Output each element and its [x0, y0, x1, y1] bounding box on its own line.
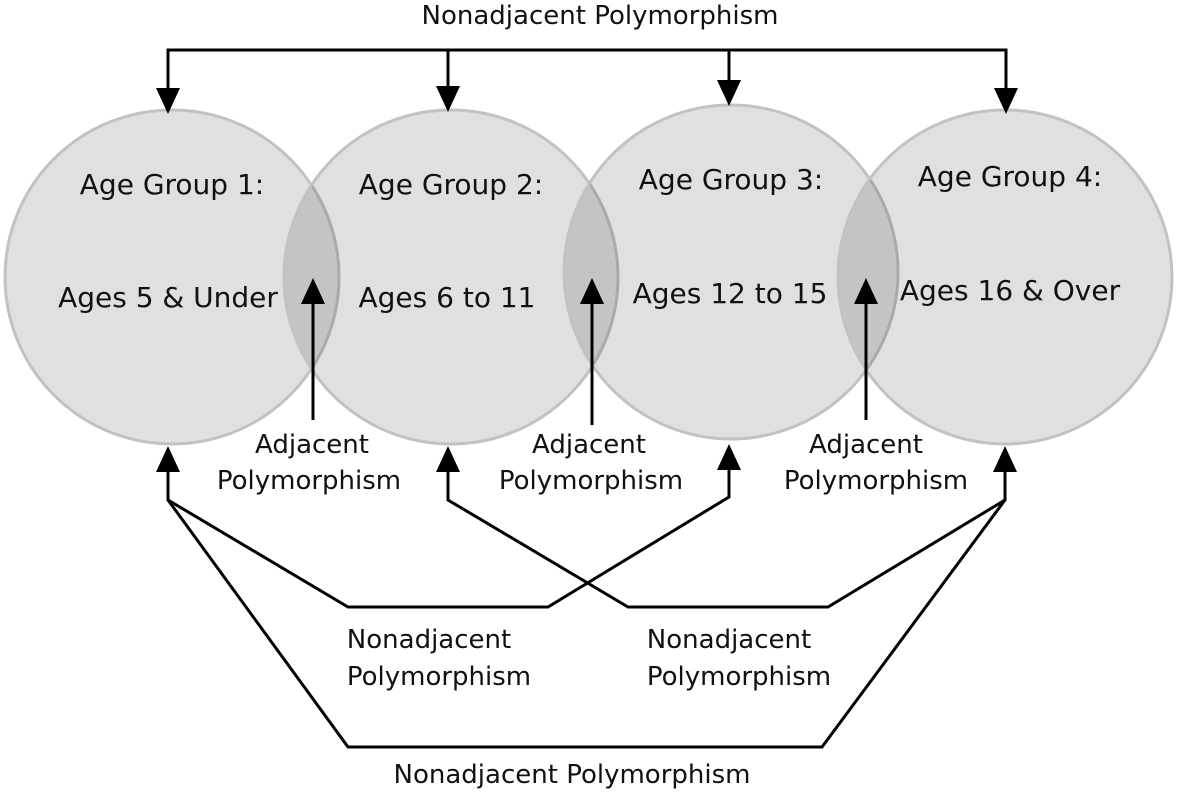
mid-nonadjacent-label-1-line1: Nonadjacent — [347, 625, 511, 655]
adjacent-label-3-line1: Adjacent — [809, 430, 923, 460]
age-group-1-range: Ages 5 & Under — [58, 281, 278, 314]
top-connector-line — [166, 48, 1008, 90]
bottom-connectors — [156, 444, 1017, 749]
connector-group2-group4 — [446, 470, 1007, 609]
arrow-up-icon — [993, 446, 1017, 472]
adjacent-label-2-line1: Adjacent — [532, 430, 646, 460]
age-group-3-circle — [562, 103, 900, 441]
age-group-4-range: Ages 16 & Over — [900, 274, 1121, 307]
adjacent-arrows — [301, 278, 878, 425]
adjacent-label-3-line2: Polymorphism — [784, 466, 968, 496]
mid-nonadjacent-label-2-line1: Nonadjacent — [647, 625, 811, 655]
age-group-2-circle — [282, 108, 620, 446]
arrow-up-icon — [156, 446, 180, 472]
mid-nonadjacent-label-1-line2: Polymorphism — [347, 662, 531, 692]
age-group-1-title: Age Group 1: — [80, 168, 264, 201]
age-group-2-title: Age Group 2: — [359, 168, 543, 201]
age-group-4-title: Age Group 4: — [918, 160, 1102, 193]
arrow-down-icon — [436, 86, 460, 112]
arrow-up-icon — [301, 278, 325, 304]
connector-group1-group4 — [166, 499, 1007, 749]
age-group-1-circle — [3, 108, 341, 446]
mid-nonadjacent-label-2-line2: Polymorphism — [647, 662, 831, 692]
top-nonadjacent-label: Nonadjacent Polymorphism — [422, 1, 779, 31]
adjacent-label-1-line2: Polymorphism — [217, 466, 401, 496]
connector-group1-group3 — [166, 468, 731, 609]
adjacent-label-2-line2: Polymorphism — [499, 466, 683, 496]
age-group-circles — [3, 103, 1174, 446]
arrow-up-icon — [436, 446, 460, 472]
age-group-3-range: Ages 12 to 15 — [633, 277, 828, 310]
age-group-3-title: Age Group 3: — [639, 163, 823, 196]
arrow-up-icon — [580, 278, 604, 304]
age-group-2-range: Ages 6 to 11 — [359, 281, 536, 314]
adjacent-label-1-line1: Adjacent — [255, 430, 369, 460]
arrow-down-icon — [994, 88, 1018, 114]
arrow-up-icon — [717, 444, 741, 470]
arrow-down-icon — [156, 88, 180, 114]
arrow-down-icon — [717, 80, 741, 106]
bottom-nonadjacent-label: Nonadjacent Polymorphism — [394, 760, 751, 790]
arrow-up-icon — [854, 278, 878, 304]
top-connector — [156, 48, 1018, 114]
